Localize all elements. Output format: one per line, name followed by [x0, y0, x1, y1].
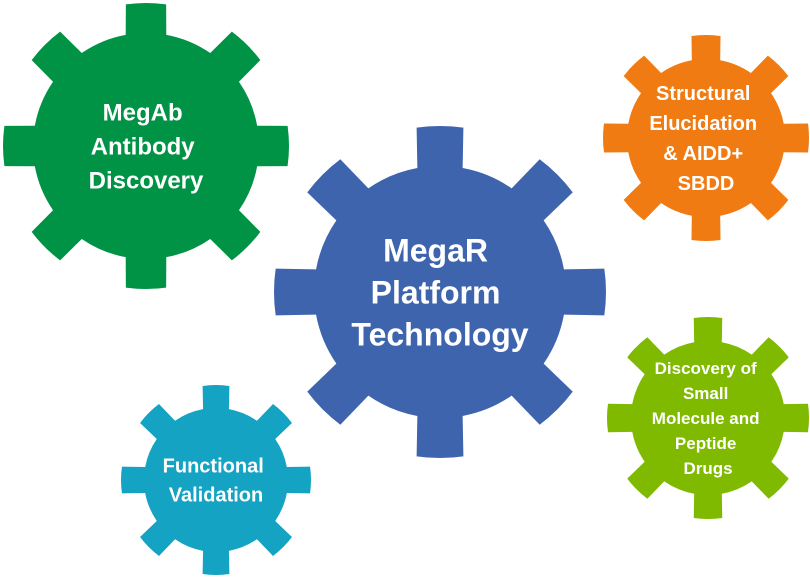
gear-megar-shape	[274, 126, 606, 458]
gear-small-molecule-label: Discovery of Small Molecule and Peptide …	[652, 359, 764, 478]
gear-small-molecule-line: Discovery of	[655, 359, 757, 378]
gear-small-molecule-line: Small	[683, 384, 728, 403]
gear-megar-label: MegaR Platform Technology	[351, 233, 528, 353]
gear-megab-shape	[3, 3, 289, 289]
gear-megab-line: Antibody	[91, 134, 196, 161]
gear-structural-line: & AIDD+	[663, 143, 743, 165]
gear-small-molecule-line: Molecule and	[652, 409, 760, 428]
gear-structural-line: SBDD	[678, 173, 735, 195]
gear-small-molecule-line: Drugs	[683, 459, 732, 478]
gear-megab: MegAb Antibody Discovery	[3, 3, 289, 289]
gear-small-molecule-line: Peptide	[675, 434, 736, 453]
gear-structural-line: Structural	[656, 83, 750, 105]
gear-megar-line: Technology	[351, 317, 528, 353]
gear-small-molecule-shape	[607, 317, 809, 519]
gear-megab-line: MegAb	[103, 100, 183, 127]
gear-structural-label: Structural Elucidation & AIDD+ SBDD	[649, 83, 762, 195]
gear-structural-line: Elucidation	[649, 113, 757, 135]
gear-functional: Functional Validation	[121, 385, 311, 575]
gear-structural: Structural Elucidation & AIDD+ SBDD	[603, 35, 809, 241]
gear-functional-label: Functional Validation	[163, 456, 270, 507]
gear-structural-shape	[603, 35, 809, 241]
gear-megar-line: Platform	[371, 275, 501, 311]
gear-megar: MegaR Platform Technology	[274, 126, 606, 458]
gear-functional-shape	[121, 385, 311, 575]
gear-megab-line: Discovery	[89, 168, 204, 195]
gear-small-molecule: Discovery of Small Molecule and Peptide …	[607, 317, 809, 519]
gear-functional-line: Validation	[169, 485, 263, 507]
gear-megar-line: MegaR	[383, 233, 488, 269]
gear-megab-label: MegAb Antibody Discovery	[89, 100, 204, 195]
gear-functional-line: Functional	[163, 456, 264, 478]
